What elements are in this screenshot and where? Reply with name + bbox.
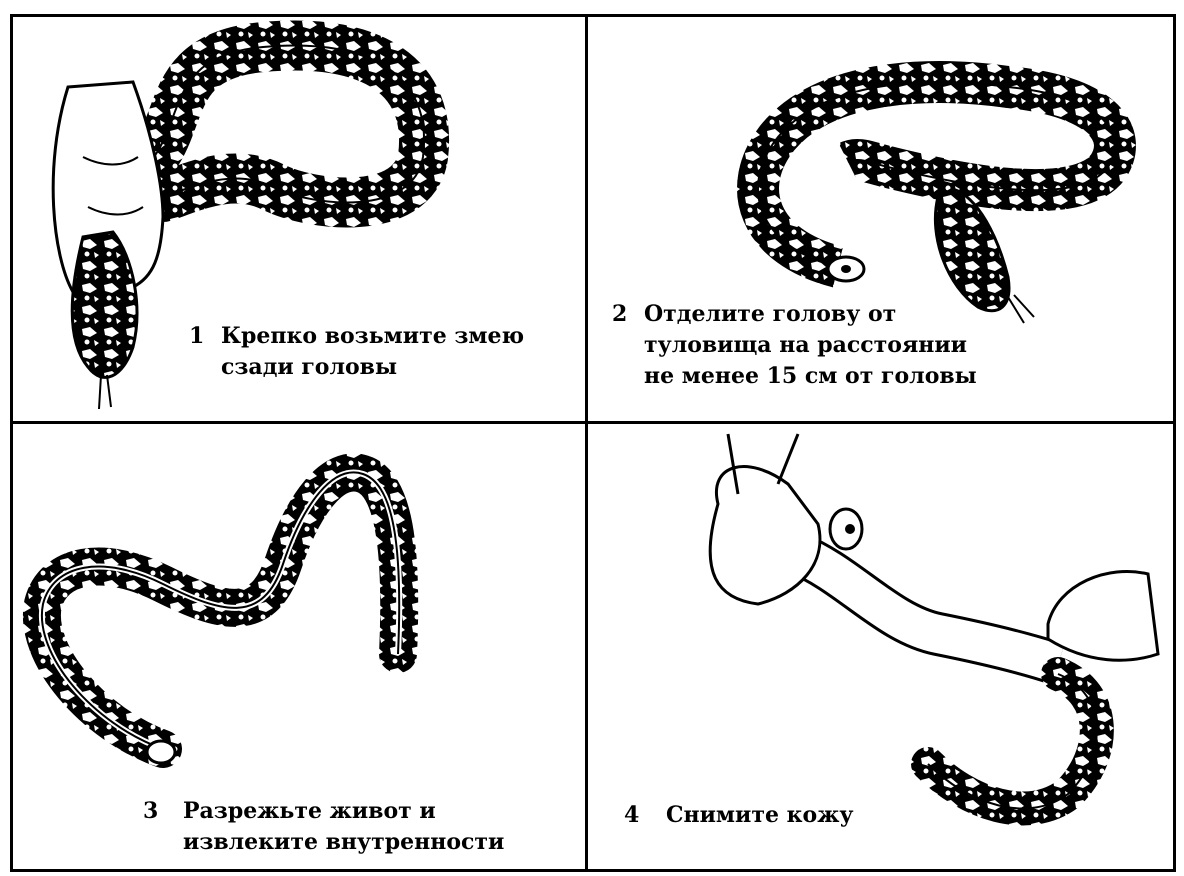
step-2-line-3: не менее 15 см от головы xyxy=(644,363,977,389)
step-1-line-2: сзади головы xyxy=(221,354,397,380)
step-2-number: 2 xyxy=(612,299,644,330)
step-2-line-1: Отделите голову от xyxy=(644,301,896,327)
step-4-line-1: Снимите кожу xyxy=(666,802,854,828)
step-2-line-2: туловища на расстоянии xyxy=(644,332,967,358)
step-3-number: 3 xyxy=(143,796,183,827)
step-1-number: 1 xyxy=(189,321,221,352)
step-1-line-1: Крепко возьмите змею xyxy=(221,323,524,349)
step-4-number: 4 xyxy=(624,800,666,831)
step-3-line-2: извлеките внутренности xyxy=(183,829,504,855)
step-3-line-1: Разрежьте живот и xyxy=(183,798,436,824)
